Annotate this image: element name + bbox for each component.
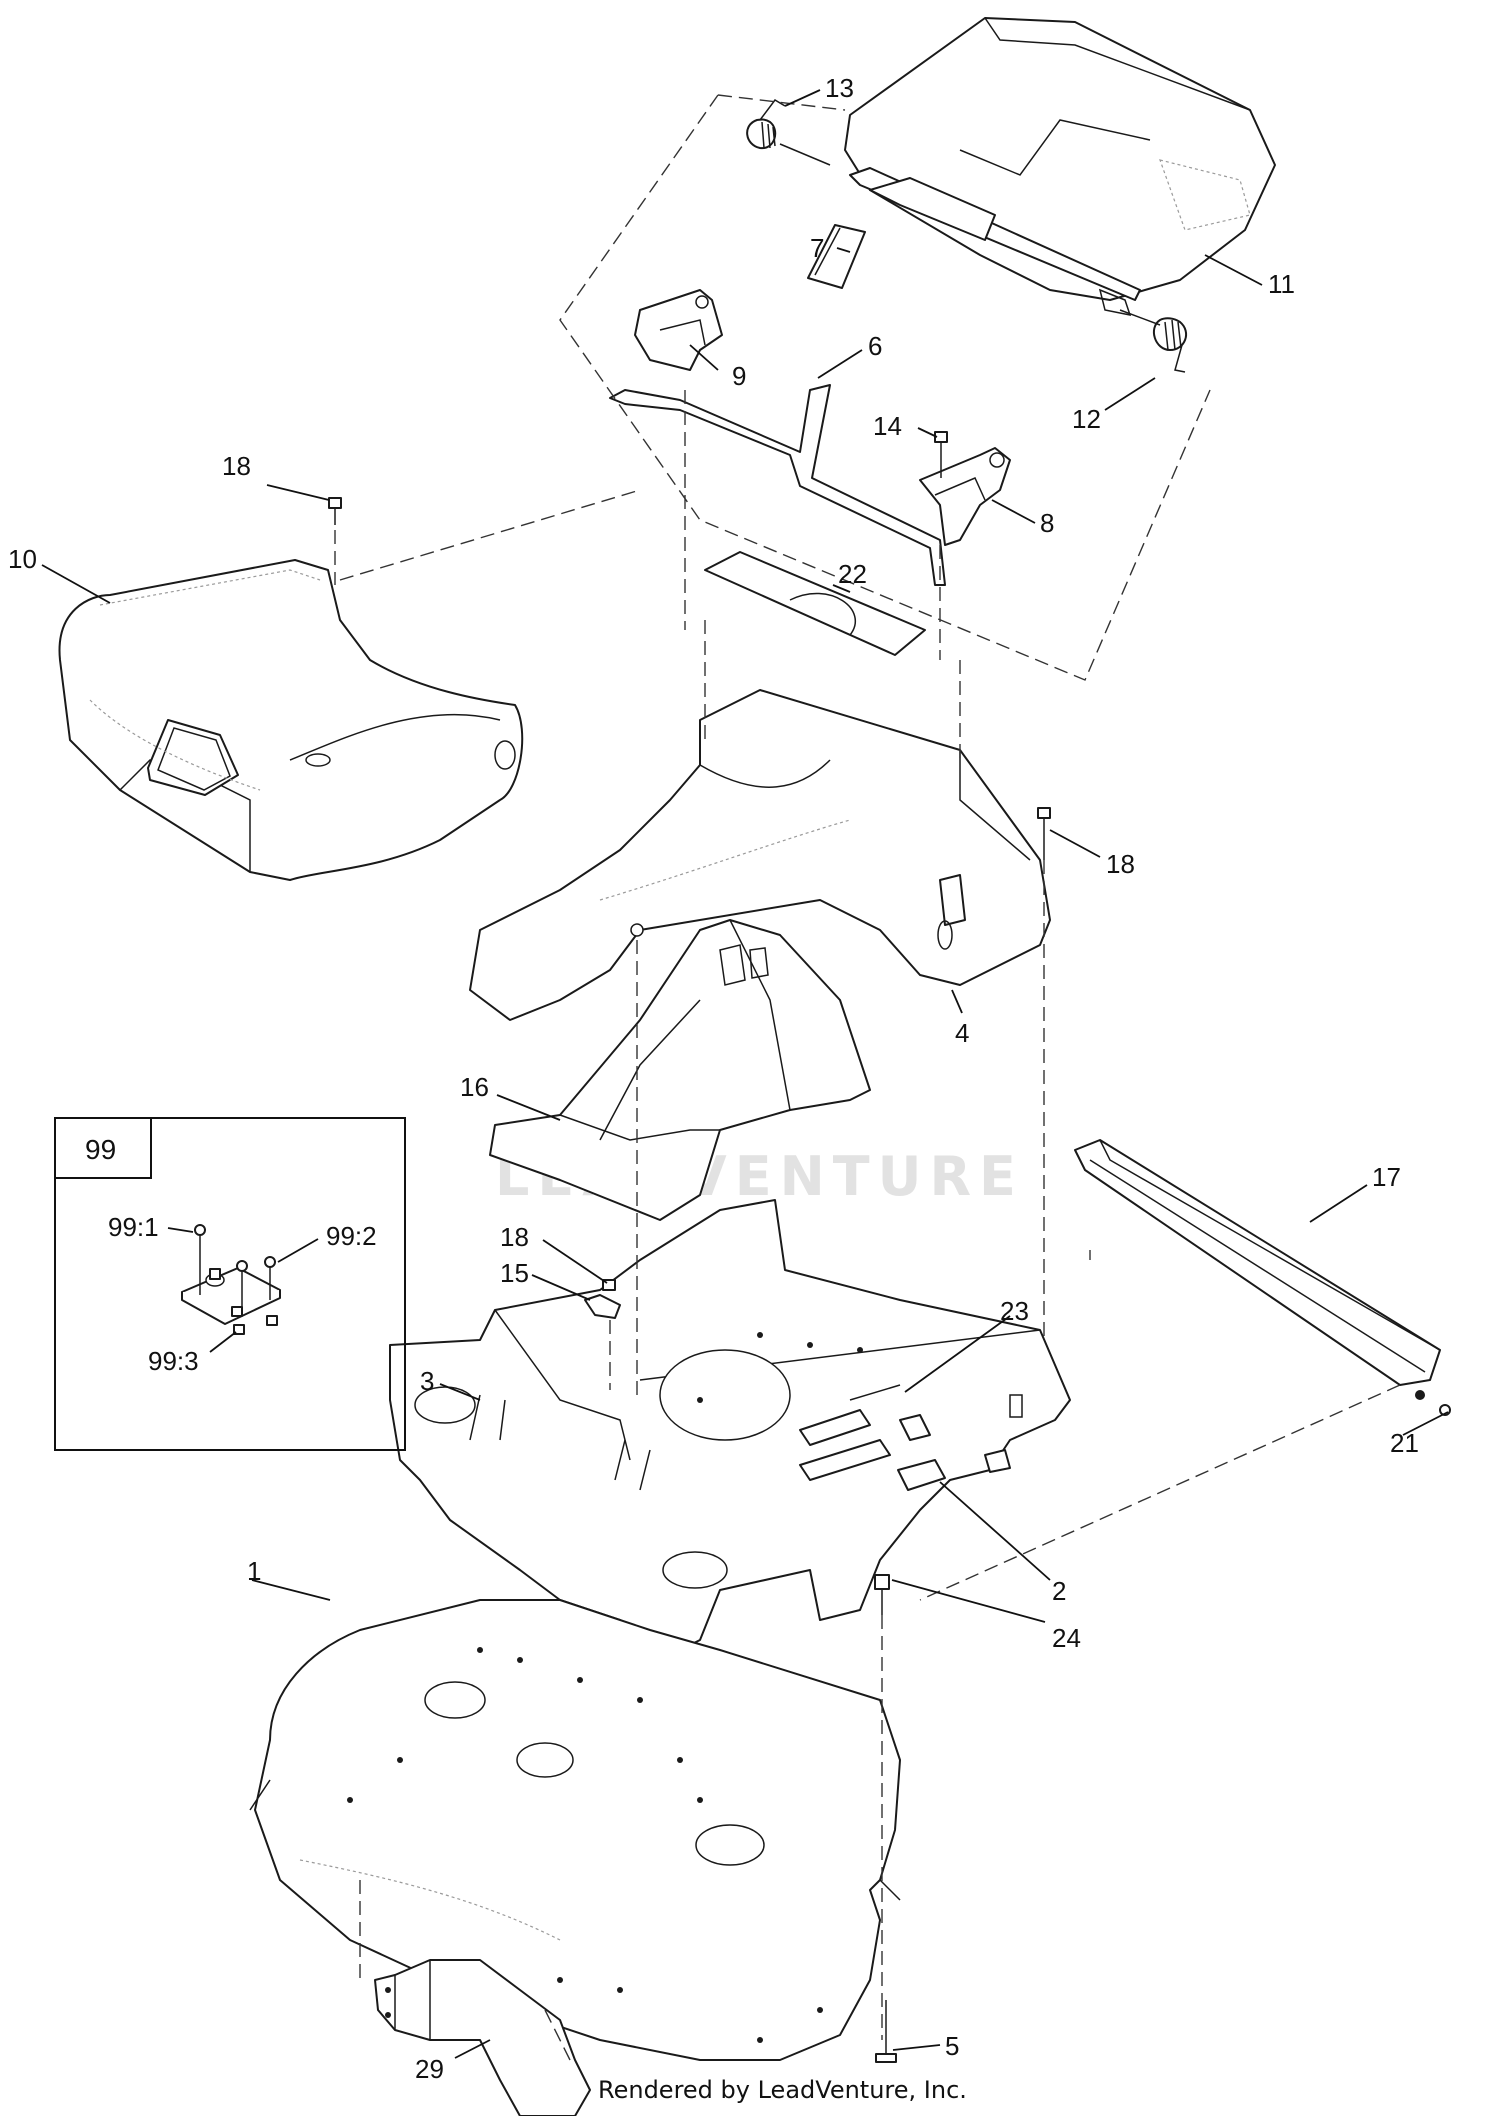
part-deck <box>249 1599 901 2061</box>
callout-15: 15 <box>500 1258 529 1288</box>
callout-6: 6 <box>868 331 882 361</box>
inset-label-99-3: 99:3 <box>148 1346 199 1376</box>
inset-label-99-1: 99:1 <box>108 1212 159 1242</box>
part-bolt-18-right <box>1037 807 1051 860</box>
part-bolt-5 <box>875 2000 897 2063</box>
callout-16: 16 <box>460 1072 489 1102</box>
callout-2: 2 <box>1052 1576 1066 1606</box>
callout-7: 7 <box>810 233 824 263</box>
callout-1: 1 <box>247 1556 261 1586</box>
callout-8: 8 <box>1040 508 1054 538</box>
part-shroud <box>469 689 1051 1021</box>
callout-4: 4 <box>955 1018 969 1048</box>
callout-22: 22 <box>838 559 867 589</box>
part-bracket-right <box>919 447 1011 546</box>
part-bolt-18-left <box>328 497 342 525</box>
part-hood <box>58 559 524 881</box>
inset-mount-assembly <box>181 1224 281 1335</box>
part-side-rail <box>1074 1139 1441 1400</box>
callout-13: 13 <box>825 73 854 103</box>
callout-18-mid: 18 <box>500 1222 529 1252</box>
callout-10: 10 <box>8 544 37 574</box>
callout-23: 23 <box>1000 1296 1029 1326</box>
callout-21: 21 <box>1390 1428 1419 1458</box>
part-spring-right <box>1119 309 1188 373</box>
callout-18-top: 18 <box>222 451 251 481</box>
part-pad <box>807 224 866 289</box>
callout-12: 12 <box>1072 404 1101 434</box>
callout-11: 11 <box>1268 269 1295 299</box>
inset-title: 99 <box>85 1134 116 1165</box>
callout-17: 17 <box>1372 1162 1401 1192</box>
part-frame <box>389 1199 1071 1651</box>
part-decal-23 <box>849 1384 901 1401</box>
part-linkage-rod <box>609 384 946 586</box>
part-stud-24 <box>874 1574 890 1615</box>
part-bracket-left <box>634 289 723 371</box>
part-decal-22 <box>704 551 926 656</box>
inset-box: 99 99:1 99:2 99:3 <box>54 1117 406 1451</box>
part-spring-top <box>746 99 831 166</box>
callout-14: 14 <box>873 411 902 441</box>
part-bracket-15 <box>584 1279 621 1319</box>
callout-3: 3 <box>420 1366 434 1396</box>
part-decal-2 <box>897 1459 946 1491</box>
callouts: 13 11 7 6 9 12 14 8 18 10 22 18 4 16 17 … <box>8 73 1419 2084</box>
part-footrest <box>489 919 871 1221</box>
callout-24: 24 <box>1052 1623 1081 1653</box>
leader-lines <box>41 89 1449 2059</box>
inset-label-99-2: 99:2 <box>326 1221 377 1251</box>
callout-9: 9 <box>732 361 746 391</box>
footer-credit: Rendered by LeadVenture, Inc. <box>598 2076 967 2104</box>
callout-29: 29 <box>415 2054 444 2084</box>
callout-18-right: 18 <box>1106 849 1135 879</box>
part-side-shield <box>374 1959 591 2116</box>
part-seat-cover <box>844 17 1276 316</box>
callout-5: 5 <box>945 2031 959 2061</box>
assembly-lines <box>334 94 1401 2061</box>
